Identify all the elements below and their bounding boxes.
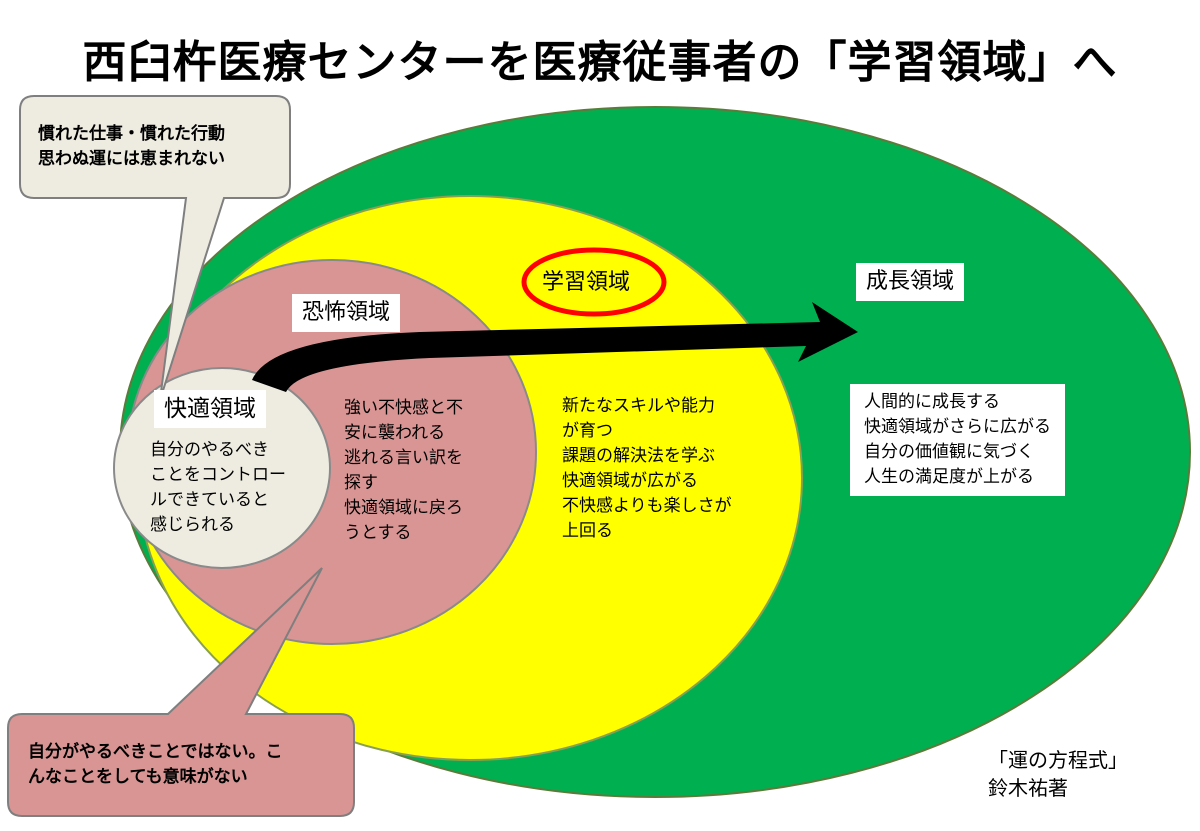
fear-zone-label: 恐怖領域: [292, 294, 401, 332]
growth-arrow: [252, 302, 858, 392]
learning-zone-label: 学習領域: [542, 270, 631, 295]
growth-zone-text: 人間的に成長する 快適領域がさらに広がる 自分の価値観に気づく 人生の満足度が上…: [850, 384, 1065, 496]
citation: 「運の方程式」 鈴木祐著: [988, 748, 1128, 800]
comfort-zone-label: 快適領域: [154, 390, 266, 428]
callout-top-bubble: [19, 95, 291, 401]
growth-zone-label: 成長領域: [856, 263, 965, 301]
learning-zone-text: 新たなスキルや能力 が育つ 課題の解決法を学ぶ 快適領域が広がる 不快感よりも楽…: [562, 396, 732, 541]
callout-bottom-text: 自分がやるべきことではない。こ んなことをしても意味がない: [28, 742, 283, 787]
fear-zone-text: 強い不快感と不 安に襲われる 逃れる言い訳を 探す 快適領域に戻ろ うとする: [344, 398, 463, 543]
page-title: 西臼杵医療センターを医療従事者の「学習領域」へ: [82, 37, 1118, 88]
comfort-zone-text: 自分のやるべき ことをコントロー ルできていると 感じられる: [150, 440, 286, 535]
callout-top-text: 慣れた仕事・慣れた行動 思わぬ運には恵まれない: [38, 124, 225, 169]
learning-highlight-ring: [521, 247, 667, 317]
callout-bottom-bubble: [7, 567, 355, 817]
